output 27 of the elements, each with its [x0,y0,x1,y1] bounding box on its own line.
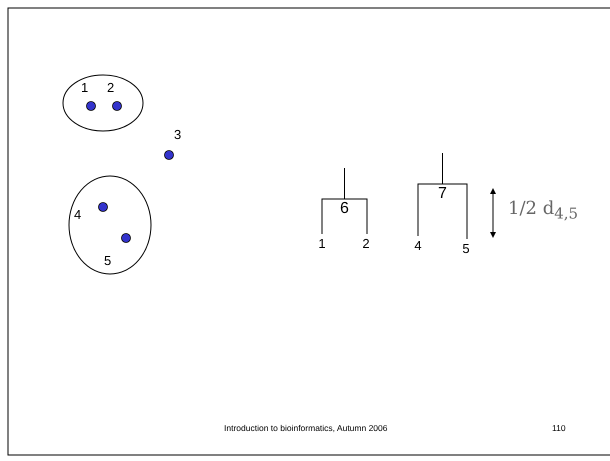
distance-formula: 1/2 d$_{4,5}$ [508,198,578,225]
cluster-ellipse [68,175,152,275]
point-number: 3 [174,128,182,142]
page-number: 110 [552,422,566,434]
data-point [86,101,96,111]
point-number: 2 [107,81,114,95]
dendrogram-branch [418,184,443,236]
node-number: 6 [340,199,349,219]
point-number: 5 [104,254,112,268]
node-number: 4 [414,238,422,252]
cluster-ellipse [62,74,144,132]
point-number: 4 [74,208,82,222]
dendrogram-branch [344,198,368,234]
dendrogram-branch [344,168,345,200]
data-point [121,233,131,243]
node-number: 7 [438,184,447,204]
dendrogram-branch [442,184,468,240]
footer-text: Introduction to bioinformatics, Autumn 2006 [224,422,388,434]
dendrogram-branch [442,152,443,184]
node-number: 1 [318,236,326,250]
node-number: 5 [462,242,470,256]
data-point [164,150,174,160]
data-point [98,202,108,212]
node-number: 2 [362,236,370,250]
dendrogram-branch [322,198,345,234]
point-number: 1 [81,81,88,95]
data-point [112,101,122,111]
